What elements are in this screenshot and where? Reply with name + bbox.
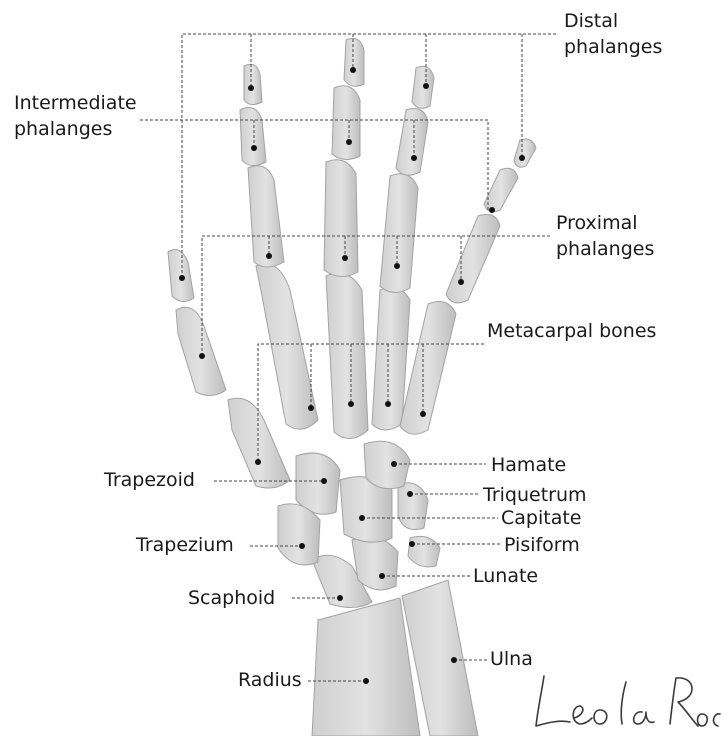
index-intermediate-phalanx — [240, 108, 266, 166]
hamate-bone — [364, 441, 410, 488]
triquetrum-bone — [398, 483, 428, 530]
little-intermediate-phalanx — [484, 168, 518, 212]
ring-intermediate-phalanx — [396, 109, 428, 176]
ring-proximal-phalanx — [380, 174, 418, 293]
ring-distal-phalanx — [412, 66, 434, 108]
thumb-metacarpal — [228, 398, 290, 488]
label-hamate: Hamate — [491, 452, 566, 478]
trapezoid-bone — [296, 453, 340, 514]
label-lunate: Lunate — [473, 563, 538, 589]
label-trapezium: Trapezium — [136, 532, 234, 558]
index-metacarpal — [256, 264, 318, 429]
label-capitate: Capitate — [501, 505, 581, 531]
little-distal-phalanx — [514, 139, 536, 167]
middle-distal-phalanx — [344, 38, 364, 86]
index-proximal-phalanx — [248, 166, 284, 267]
middle-intermediate-phalanx — [332, 86, 360, 160]
label-ulna: Ulna — [490, 646, 533, 672]
distal-leader — [182, 34, 556, 278]
trapezium-bone — [278, 504, 320, 565]
middle-proximal-phalanx — [324, 160, 358, 277]
label-trapezoid: Trapezoid — [104, 467, 195, 493]
thumb-proximal-phalanx — [176, 307, 226, 395]
label-pisiform: Pisiform — [504, 532, 580, 558]
label-metacarpal-bones: Metacarpal bones — [487, 318, 656, 344]
radius-bone — [312, 598, 420, 736]
pisiform-bone — [408, 536, 440, 567]
artist-signature — [530, 668, 724, 736]
little-proximal-phalanx — [446, 214, 500, 303]
intermediate-leader — [140, 120, 488, 210]
label-radius: Radius — [238, 667, 302, 693]
middle-metacarpal — [326, 273, 368, 438]
index-distal-phalanx — [244, 64, 262, 104]
label-scaphoid: Scaphoid — [188, 585, 275, 611]
